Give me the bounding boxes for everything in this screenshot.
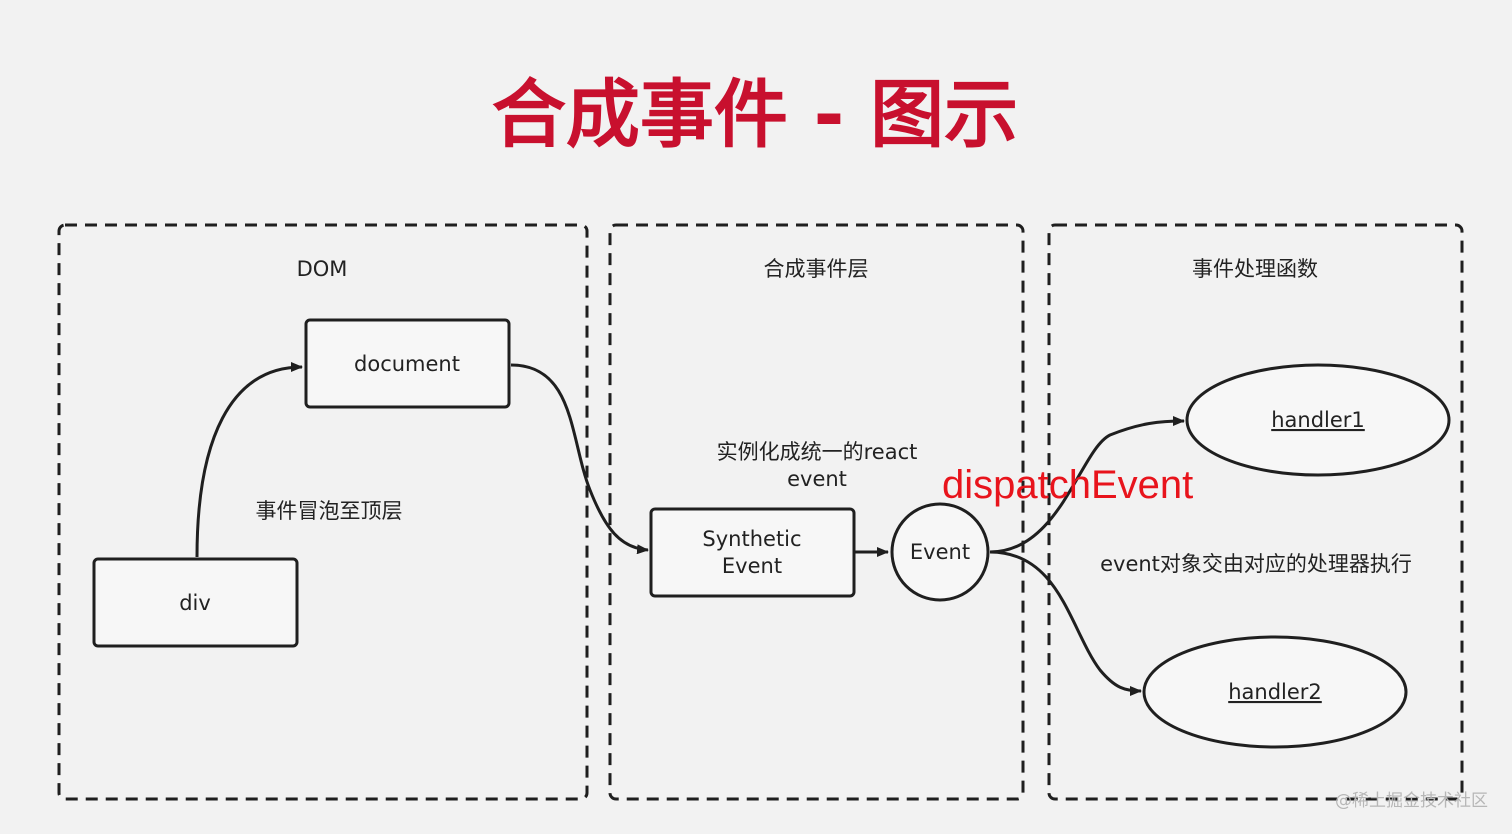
event-node (890, 502, 990, 602)
document-node (304, 318, 511, 409)
synthetic-panel-label: 合成事件层 (764, 257, 869, 281)
synthetic-event-layer-panel (608, 223, 1025, 801)
arrow-document-to-synthetic (510, 363, 649, 555)
handler2-node (1142, 635, 1408, 749)
dom-panel (57, 223, 589, 801)
page-title: 合成事件 - 图示 (492, 72, 1018, 158)
div-node (92, 557, 299, 648)
instantiate-note-line1: 实例化成统一的react (717, 440, 918, 464)
dispatch-event-label: dispatchEvent (942, 463, 1193, 507)
event-node-label: Event (910, 540, 970, 564)
event-handlers-panel (1047, 223, 1464, 801)
handler-dispatch-note: event对象交由对应的处理器执行 (1100, 552, 1412, 576)
handlers-panel-label: 事件处理函数 (1192, 257, 1318, 281)
handler1-node (1185, 363, 1451, 477)
document-node-label: document (354, 352, 460, 376)
bubble-arrow-div-to-document (195, 362, 303, 558)
synthetic-event-label-line1: Synthetic (702, 527, 801, 551)
bubble-note: 事件冒泡至顶层 (256, 499, 403, 523)
handler1-label: handler1 (1271, 408, 1365, 432)
handler2-label: handler2 (1228, 680, 1322, 704)
watermark: @稀土掘金技术社区 (1335, 791, 1488, 811)
div-node-label: div (179, 591, 211, 615)
synthetic-event-label-line2: Event (722, 554, 782, 578)
dom-panel-label: DOM (297, 257, 348, 281)
synthetic-event-node (649, 507, 856, 598)
arrow-event-to-handler2 (989, 550, 1142, 696)
instantiate-note-line2: event (787, 467, 847, 491)
arrow-event-to-handler1 (989, 416, 1185, 554)
